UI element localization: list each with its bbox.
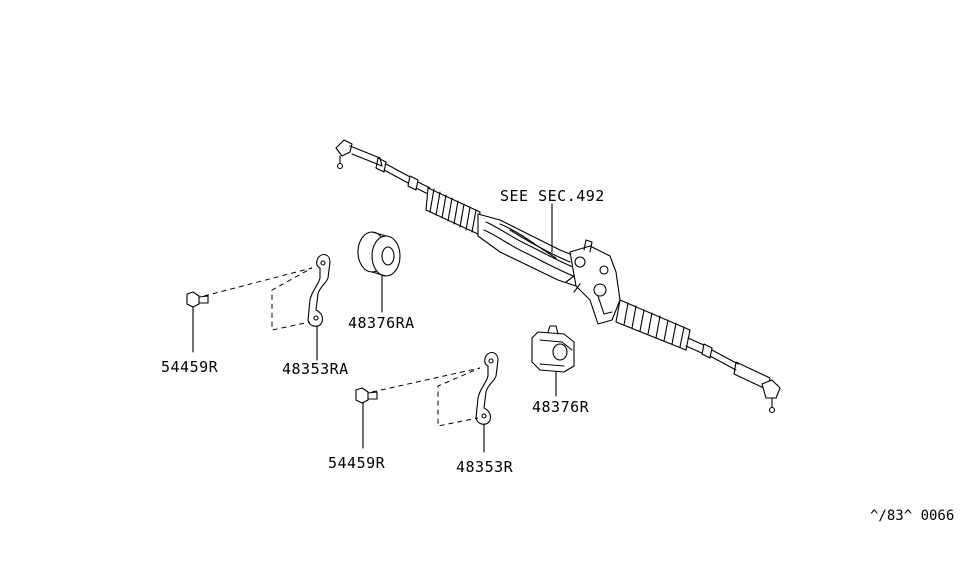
left-boot (425, 187, 481, 235)
left-tie-rod (375, 157, 431, 195)
pinion-housing (565, 239, 621, 325)
see-sec-label: SEE SEC.492 (500, 187, 605, 205)
right-boot (615, 299, 691, 351)
bolt-54459r-upper-label: 54459R (161, 358, 219, 376)
bolt-54459r-upper (186, 291, 209, 308)
bolt-54459r-lower-label: 54459R (328, 454, 386, 472)
clamp-48353ra-dashes (203, 267, 313, 331)
clamp-48353ra-label: 48353RA (282, 360, 349, 378)
right-tie-rod-end (761, 379, 781, 414)
bushing-48376r (531, 325, 575, 373)
clamp-48353r-dashes (371, 367, 481, 427)
clamp-48353ra (307, 253, 331, 327)
clamp-48353r-label: 48353R (456, 458, 514, 476)
bushing-48376ra (357, 231, 401, 277)
steering-rack-assembly (335, 139, 781, 414)
bolt-54459r-lower (355, 387, 378, 404)
bushing-48376r-label: 48376R (532, 398, 590, 416)
clamp-48353r (475, 351, 499, 425)
bushing-48376ra-label: 48376RA (348, 314, 415, 332)
reference-code: ^/83^ 0066 (870, 508, 954, 524)
left-tie-rod-end (335, 139, 383, 170)
right-tie-rod (685, 337, 771, 391)
